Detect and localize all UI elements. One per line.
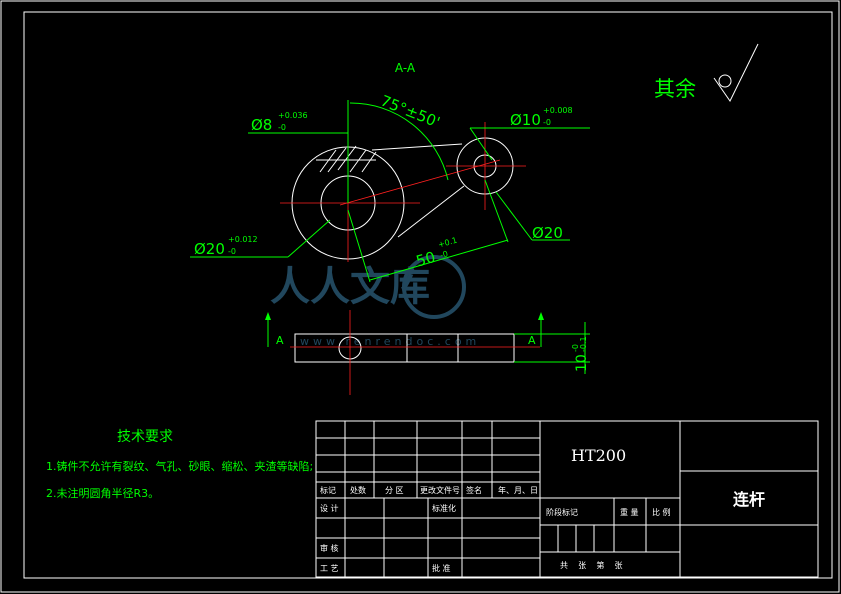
- d10-value: Ø10: [510, 111, 541, 129]
- surface-finish-note: 其余: [654, 77, 696, 101]
- d20-lower-tol: -0: [228, 247, 236, 256]
- length-upper-tol: +0.1: [437, 236, 458, 250]
- label-stage: 阶段标记: [546, 507, 578, 517]
- label-sheets: 共 张 第 张: [560, 560, 623, 570]
- d8-upper-tol: +0.036: [278, 111, 308, 120]
- dim-d20-small: Ø20: [495, 191, 570, 242]
- header-signature: 签名: [466, 485, 482, 495]
- section-mark-right: A: [528, 334, 536, 347]
- d20-large-value: Ø20: [194, 240, 225, 258]
- label-approve: 批 准: [432, 563, 451, 573]
- header-zone: 分 区: [385, 486, 404, 495]
- length-value: 50: [414, 248, 437, 271]
- notes-title: 技术要求: [117, 429, 173, 445]
- label-standardize: 标准化: [432, 503, 456, 513]
- d8-value: Ø8: [251, 116, 272, 134]
- d20-small-value: Ø20: [532, 224, 563, 242]
- label-weight: 重 量: [620, 507, 639, 517]
- section-view: A A 10 -0.1 -0: [265, 310, 590, 395]
- hatched-section: [316, 145, 377, 173]
- connecting-rod-view: [280, 122, 526, 262]
- lower-arm-edge: [397, 185, 465, 238]
- watermark-url: www.renrendoc.com: [300, 335, 480, 348]
- part-name: 连杆: [733, 490, 765, 509]
- upper-arm-edge: [371, 143, 463, 151]
- length-lower-tol: -0: [439, 249, 449, 260]
- d20-upper-tol: +0.012: [228, 235, 258, 244]
- dim-angle: 75°±50': [347, 92, 449, 203]
- section-label: A-A: [395, 61, 416, 75]
- label-process: 工 艺: [320, 564, 339, 573]
- angle-value: 75°±50': [378, 92, 443, 132]
- thickness-value: 10: [574, 354, 590, 372]
- material-value: HT200: [571, 446, 626, 465]
- watermark-text: 人人文库: [270, 264, 430, 310]
- watermark: 人人文库 www.renrendoc.com: [270, 255, 480, 348]
- thickness-lower-tol: -0: [571, 344, 580, 352]
- section-outline: [294, 333, 515, 363]
- note-item-2: 2.未注明圆角半径R3。: [46, 486, 159, 500]
- header-change-doc: 更改文件号: [420, 485, 460, 495]
- label-review: 审 核: [320, 543, 339, 553]
- header-date: 年、月、日: [498, 485, 538, 495]
- inner-border: [23, 11, 833, 579]
- dim-d10: Ø10 +0.008 -0: [469, 106, 590, 161]
- label-scale: 比 例: [652, 507, 671, 517]
- title-block: [315, 420, 819, 578]
- roughness-symbol: [713, 43, 759, 102]
- thickness-upper-tol: -0.1: [579, 336, 588, 352]
- header-mark: 标记: [320, 485, 336, 495]
- centerline-link: [339, 159, 501, 206]
- dim-d8: Ø8 +0.036 -0: [248, 111, 349, 160]
- dim-d20-large: Ø20 +0.012 -0: [190, 219, 331, 258]
- label-design: 设 计: [320, 503, 339, 513]
- section-mark-left: A: [276, 334, 284, 347]
- d8-lower-tol: -0: [278, 123, 286, 132]
- header-count: 处数: [350, 485, 366, 495]
- note-item-1: 1.铸件不允许有裂纹、气孔、砂眼、缩松、夹渣等缺陷;: [46, 459, 313, 473]
- d10-upper-tol: +0.008: [543, 106, 573, 115]
- d10-lower-tol: -0: [543, 118, 551, 127]
